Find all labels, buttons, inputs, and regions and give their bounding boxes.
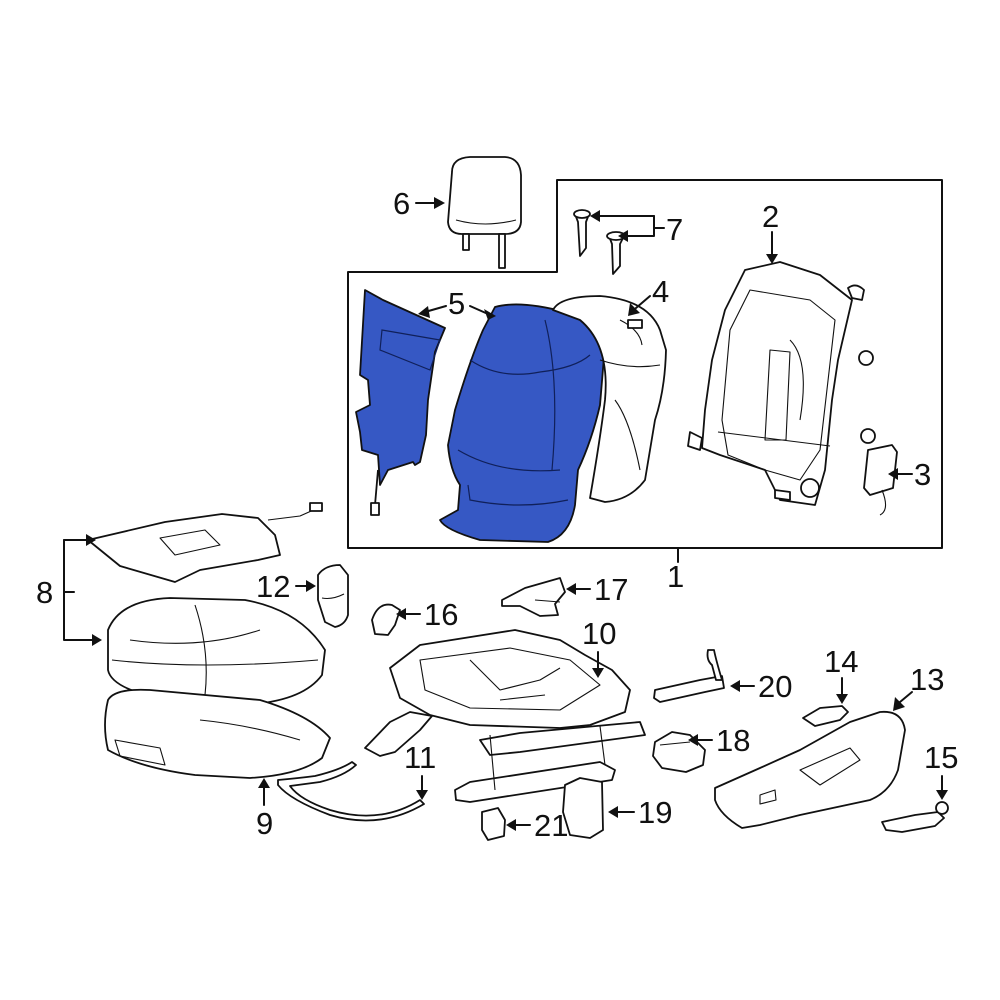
part-clip-21[interactable] [481, 807, 506, 841]
part-frame-hardware[interactable] [847, 284, 876, 444]
part-seat-cushion-frame[interactable] [364, 629, 646, 803]
part-headrest[interactable] [447, 156, 522, 269]
part-seat-back-pad[interactable] [439, 303, 606, 543]
callout-4: 4 [652, 274, 669, 309]
part-cover-19[interactable] [562, 777, 604, 839]
callout-11: 11 [404, 740, 436, 775]
callout-20: 20 [758, 669, 792, 704]
part-bracket-20[interactable] [653, 649, 725, 703]
callout-1: 1 [667, 559, 684, 594]
part-recliner-handle[interactable] [881, 801, 949, 833]
callout-16: 16 [424, 597, 458, 632]
callout-5: 5 [448, 286, 465, 321]
part-side-airbag[interactable] [863, 444, 898, 516]
part-side-shield[interactable] [714, 710, 906, 829]
callout-3: 3 [914, 457, 931, 492]
callout-15: 15 [924, 740, 958, 775]
part-seat-back-frame[interactable] [687, 261, 853, 506]
callout-9: 9 [256, 806, 273, 841]
callout-10: 10 [582, 616, 616, 651]
callout-19: 19 [638, 795, 672, 830]
callout-12: 12 [256, 569, 290, 604]
callout-21: 21 [534, 808, 568, 843]
callout-7: 7 [666, 212, 683, 247]
assembly-group-box [347, 179, 943, 549]
part-seat-back-cover[interactable] [552, 295, 667, 503]
callout-2: 2 [762, 199, 779, 234]
part-cushion-pad[interactable] [104, 688, 331, 779]
callout-14: 14 [824, 644, 858, 679]
callout-13: 13 [910, 662, 944, 697]
part-seat-heater-mat[interactable] [87, 502, 323, 583]
callout-17: 17 [594, 572, 628, 607]
part-adjuster-knob[interactable] [802, 705, 849, 727]
part-seat-back-cover-highlighted[interactable] [355, 289, 446, 516]
part-bracket-cover[interactable] [501, 577, 566, 617]
callout-6: 6 [393, 186, 410, 221]
part-cover-clip[interactable] [371, 603, 401, 636]
part-release-cable[interactable] [277, 761, 425, 822]
callout-18: 18 [716, 723, 750, 758]
callout-8: 8 [36, 575, 53, 610]
part-side-cover[interactable] [317, 564, 349, 628]
